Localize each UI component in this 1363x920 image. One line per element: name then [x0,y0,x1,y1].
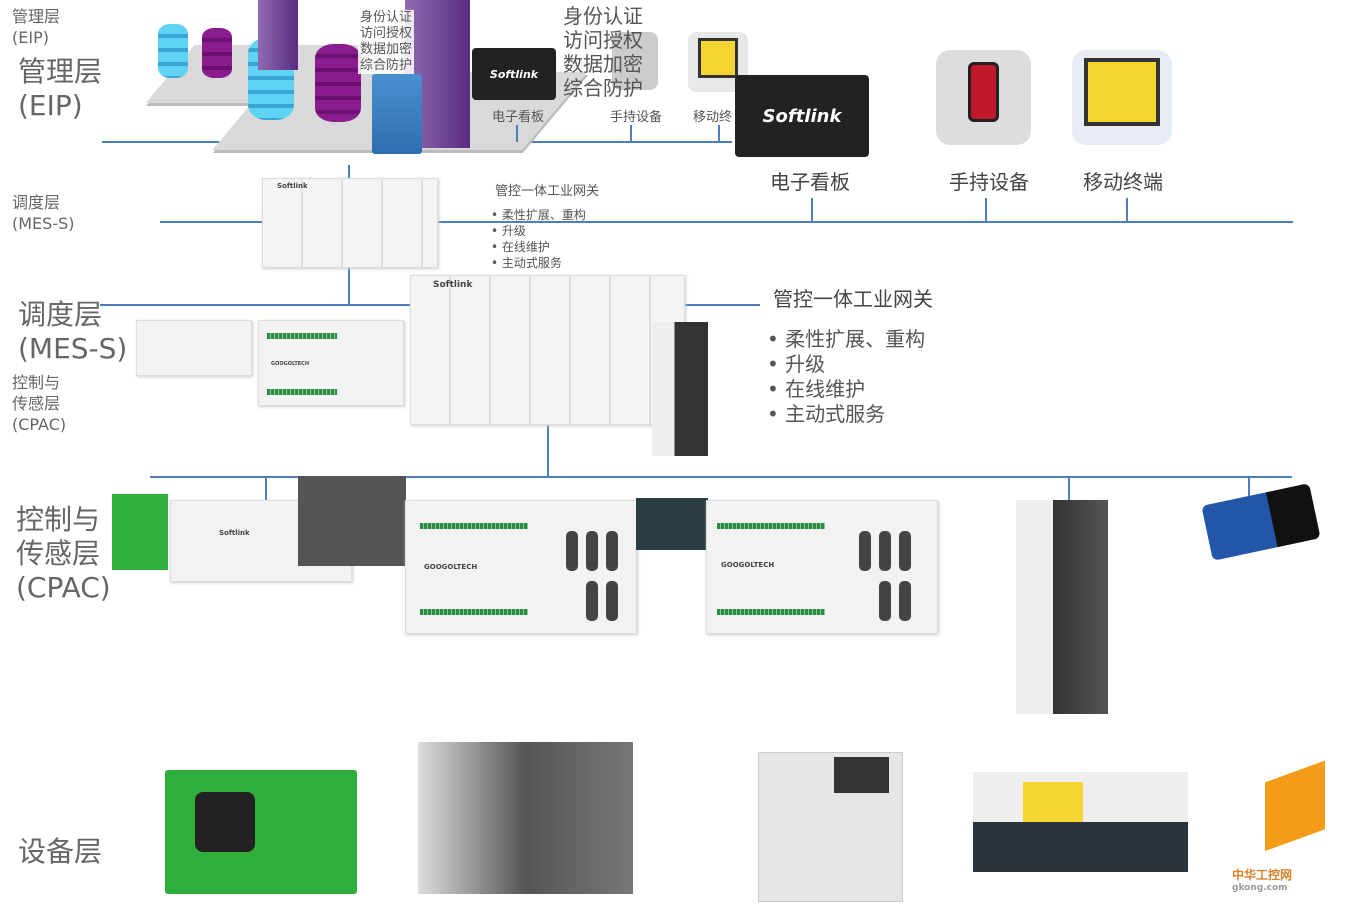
injection-machine [973,772,1188,872]
softlink-plc-small [136,320,252,376]
industrial-robot [1265,748,1325,898]
handheld-device-icon [936,50,1031,145]
drop [516,125,518,142]
inspection-machine [758,752,903,902]
gateway-link [692,304,758,306]
handheld-label: 手持设备 [949,170,1029,194]
board-icon-small: Softlink [472,48,556,100]
mobile-terminal-icon [1072,50,1172,145]
drop [265,476,267,500]
injection-machine-small [112,494,168,570]
gateway-device-small: Softlink [262,178,438,268]
cnc-machine [418,742,633,894]
cnc-machine-small [298,476,406,566]
database-icon [158,24,188,78]
drop [630,125,632,142]
drop [1248,476,1250,500]
board-label: 电子看板 [770,170,850,194]
workstation-icon [372,74,422,154]
gateway-features: • 柔性扩展、重构• 升级• 在线维护• 主动式服务 [767,327,926,426]
electronic-board-icon: Softlink [735,75,869,157]
drop [985,198,987,222]
database-icon [315,44,361,122]
servo-drive [1016,500,1108,714]
drop [718,125,720,142]
handheld-label-small: 手持设备 [610,110,663,125]
injection-machine-small [636,498,708,550]
drop [547,420,549,476]
servo-drive-small [652,322,708,456]
security-list-large: 身份认证访问授权数据加密综合防护 [563,4,643,100]
googol-controller-small: GOOGOLTECH [258,320,404,406]
gateway-title: 管控一体工业网关 [773,287,933,311]
drop [811,198,813,222]
cpac-bus [150,476,1292,478]
security-list-small: 身份认证访问授权数据加密综合防护 [358,10,415,74]
mes-label-large: 调度层(MES-S) [18,298,128,365]
cpac-label-large: 控制与传感层(CPAC) [16,503,111,604]
mobile-label: 移动终端 [1083,170,1163,194]
googol-controller: GOOGOLTECH [405,500,637,634]
device-label: 设备层 [18,835,103,868]
eip-label-large: 管理层(EIP) [18,55,103,122]
mes-label-small: 调度层(MES-S) [12,193,75,233]
injection-molding-machine [165,770,357,894]
gateway-device: Softlink [410,275,685,425]
board-label-small: 电子看板 [492,110,545,125]
googol-controller: GOOGOLTECH [706,500,938,634]
database-icon [202,28,232,78]
drop [1068,476,1070,502]
gateway-features-small: • 柔性扩展、重构• 升级• 在线维护• 主动式服务 [491,208,586,270]
handheld-icon-small [612,32,658,90]
gateway-title-small: 管控一体工业网关 [495,184,600,199]
industrial-camera [1201,483,1321,561]
drop [1126,198,1128,222]
cpac-label-small: 控制与传感层(CPAC) [12,373,67,434]
mes-bus-large [160,221,1293,223]
mobile-label-small: 移动终端 [693,110,733,125]
server-tower-icon [258,0,298,70]
eip-label-small: 管理层(EIP) [12,7,61,47]
